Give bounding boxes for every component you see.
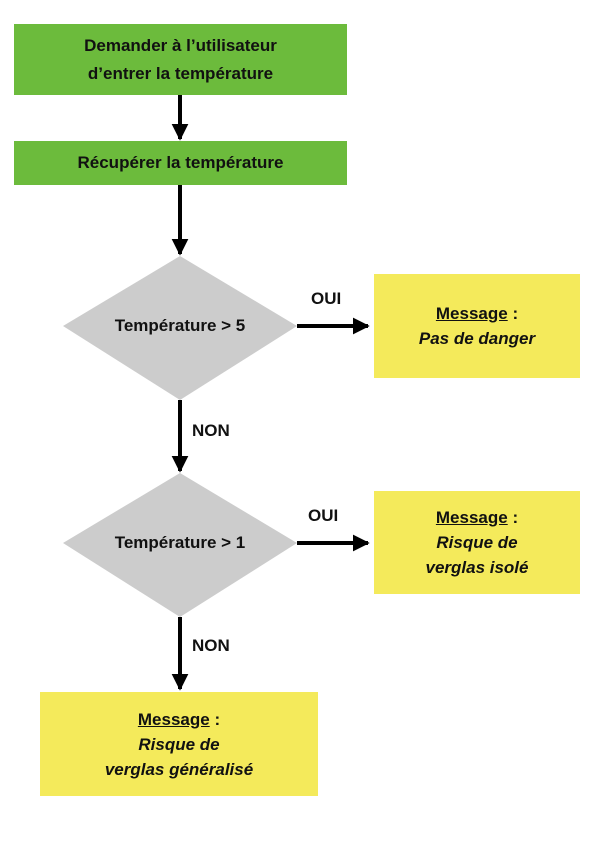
message-text-line: Risque de	[436, 533, 518, 552]
step-ask-line-2: d’entrer la température	[87, 63, 274, 83]
decision-1-label: Température > 5	[114, 316, 246, 335]
message-colon: :	[507, 508, 519, 527]
message-title: Message	[435, 508, 508, 527]
message-box-widespread-ice: Message : Risque de verglas généralisé	[40, 692, 318, 796]
message-colon: :	[209, 709, 221, 729]
decision-diamond-1	[63, 256, 297, 400]
step-get-temperature: Récupérer la température	[14, 141, 347, 185]
decision-diamond-2	[63, 473, 297, 617]
yes-label-2: OUI	[308, 506, 339, 525]
message-title: Message	[137, 709, 210, 729]
message-colon: :	[507, 304, 519, 323]
step-ask-temperature: Demander à l’utilisateur d’entrer la tem…	[14, 24, 347, 95]
no-label-2: NON	[192, 636, 230, 655]
step-get-label: Récupérer la température	[77, 153, 284, 172]
step-ask-line-1: Demander à l’utilisateur	[84, 35, 277, 55]
message-title: Message	[435, 304, 508, 323]
message-box-no-danger: Message : Pas de danger	[374, 274, 580, 378]
message-box-isolated-ice: Message : Risque de verglas isolé	[374, 491, 580, 594]
no-label-1: NON	[192, 421, 230, 440]
yes-label-1: OUI	[311, 289, 342, 308]
decision-2-label: Température > 1	[114, 533, 246, 552]
message-text-line: Pas de danger	[418, 329, 536, 348]
message-text-line: verglas isolé	[425, 558, 529, 577]
message-text-line: Risque de	[138, 734, 220, 754]
message-text-line: verglas généralisé	[104, 759, 254, 779]
